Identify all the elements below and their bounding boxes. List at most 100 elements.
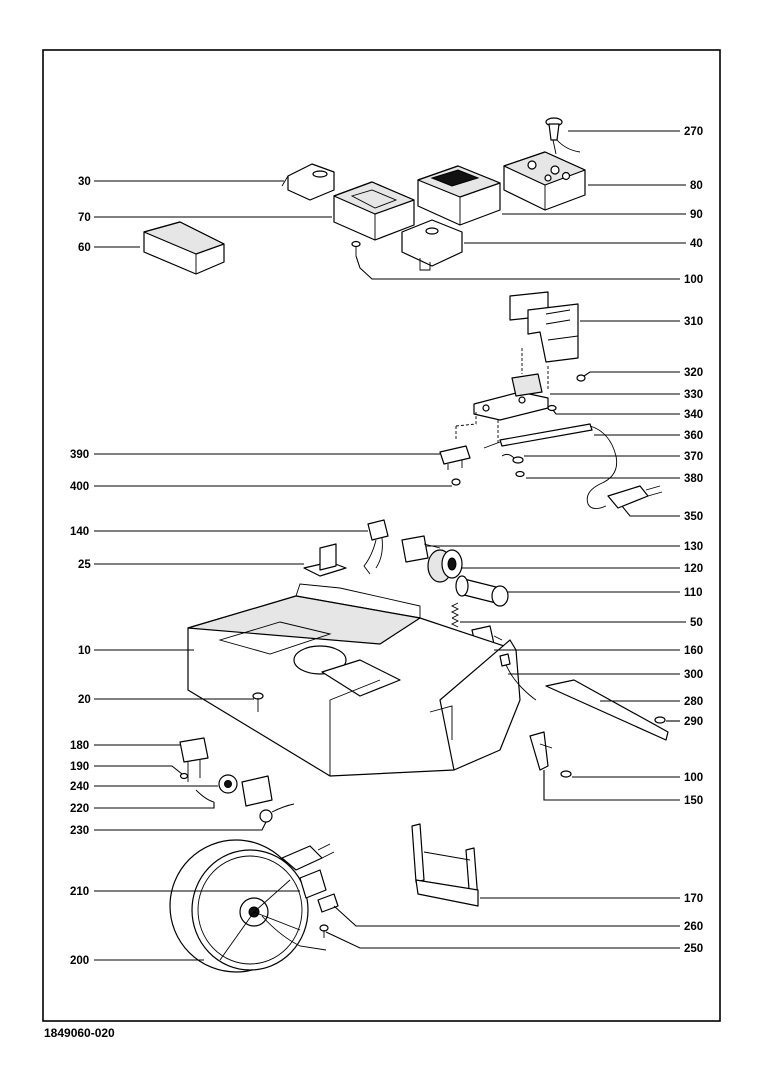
callout-310: 310 <box>580 316 703 328</box>
callout-label-160: 160 <box>684 645 703 657</box>
part-300-cable <box>499 653 537 701</box>
callout-label-220: 220 <box>70 803 89 815</box>
part-220-wire <box>195 789 215 803</box>
part-230-clip <box>259 803 295 823</box>
callout-label-30: 30 <box>78 176 91 188</box>
part-370-380-washers <box>501 453 525 478</box>
callout-330: 330 <box>550 389 703 401</box>
callout-label-70: 70 <box>78 212 91 224</box>
callout-390: 390 <box>70 449 440 461</box>
part-170-bracket <box>411 823 479 907</box>
callout-label-390: 390 <box>70 449 89 461</box>
callout-250: 250 <box>325 931 703 955</box>
callout-label-60: 60 <box>78 242 91 254</box>
part-80-cover <box>503 151 586 211</box>
callout-370: 370 <box>524 451 703 463</box>
callout-260: 260 <box>333 905 703 933</box>
callout-230: 230 <box>70 821 267 837</box>
callout-350: 350 <box>621 505 703 523</box>
callout-270: 270 <box>568 126 703 138</box>
callout-25: 25 <box>78 559 304 571</box>
callout-150: 150 <box>543 770 703 807</box>
callout-label-330: 330 <box>684 389 703 401</box>
callout-label-50: 50 <box>690 617 703 629</box>
callout-220: 220 <box>70 802 215 815</box>
callout-120: 120 <box>462 563 703 575</box>
callout-280: 280 <box>600 696 703 708</box>
leader-line-100a <box>355 255 680 280</box>
callout-180: 180 <box>70 740 180 752</box>
part-360-cable <box>483 423 618 509</box>
part-20-screw <box>252 692 264 712</box>
leader-line-340 <box>552 409 680 415</box>
callout-290: 290 <box>666 716 703 728</box>
callout-label-90: 90 <box>690 209 703 221</box>
part-310-bracket <box>509 291 579 363</box>
callout-320: 320 <box>583 367 703 379</box>
callout-label-320: 320 <box>684 367 703 379</box>
callout-label-40: 40 <box>690 238 703 250</box>
callout-label-150: 150 <box>684 795 703 807</box>
part-100-screw <box>351 240 361 256</box>
part-250-screw <box>319 924 329 938</box>
callout-20: 20 <box>78 694 254 706</box>
callout-label-210: 210 <box>70 886 89 898</box>
callout-130: 130 <box>426 541 703 553</box>
callout-160: 160 <box>494 645 703 657</box>
callout-label-100b: 100 <box>684 772 703 784</box>
part-350-plug <box>607 485 663 509</box>
callout-210: 210 <box>70 886 300 898</box>
callout-170: 170 <box>480 893 703 905</box>
part-190-screw <box>179 772 189 780</box>
part-30-cover <box>281 163 335 201</box>
callout-label-400: 400 <box>70 481 89 493</box>
assembly-dashed-lines <box>455 348 549 444</box>
part-400-screw <box>451 478 461 486</box>
callout-50: 50 <box>460 617 703 629</box>
callout-label-190: 190 <box>70 761 89 773</box>
part-290-screw <box>654 716 666 724</box>
callout-140: 140 <box>70 526 368 538</box>
part-150-bracket <box>529 731 553 771</box>
callout-40: 40 <box>464 238 703 250</box>
callout-label-100a: 100 <box>684 274 703 286</box>
part-90-cover <box>417 165 501 226</box>
leader-line-320 <box>583 371 680 377</box>
leader-line-220 <box>94 802 215 809</box>
callout-label-290: 290 <box>684 716 703 728</box>
part-120-motor-end <box>427 549 463 583</box>
part-260-terminal <box>317 893 339 913</box>
callout-label-120: 120 <box>684 563 703 575</box>
callout-label-260: 260 <box>684 921 703 933</box>
part-60-cover <box>143 221 225 275</box>
callout-label-140: 140 <box>70 526 89 538</box>
callout-label-360: 360 <box>684 430 703 442</box>
leader-line-260 <box>333 905 680 927</box>
part-10-housing <box>187 583 521 777</box>
callout-label-10: 10 <box>78 645 91 657</box>
callout-100a: 100 <box>355 255 703 286</box>
callout-400: 400 <box>70 481 452 493</box>
part-390-terminal <box>439 445 471 470</box>
callout-label-110: 110 <box>684 587 703 599</box>
callout-label-240: 240 <box>70 781 89 793</box>
callout-80: 80 <box>588 180 703 192</box>
part-210-plug <box>281 843 335 899</box>
leader-line-350 <box>621 505 680 517</box>
callout-360: 360 <box>594 430 703 442</box>
callout-340: 340 <box>552 409 703 421</box>
part-200-cable-reel <box>169 839 327 973</box>
callout-label-20: 20 <box>78 694 91 706</box>
callout-label-310: 310 <box>684 316 703 328</box>
callout-label-200: 200 <box>70 955 89 967</box>
callout-label-130: 130 <box>684 541 703 553</box>
part-280-rail <box>545 679 669 741</box>
callout-380: 380 <box>526 473 703 485</box>
callout-70: 70 <box>78 212 332 224</box>
callout-label-25: 25 <box>78 559 91 571</box>
callout-300: 300 <box>508 669 703 681</box>
leader-line-190 <box>94 765 183 775</box>
callout-label-170: 170 <box>684 893 703 905</box>
callout-label-250: 250 <box>684 943 703 955</box>
part-340-washer <box>547 404 557 412</box>
